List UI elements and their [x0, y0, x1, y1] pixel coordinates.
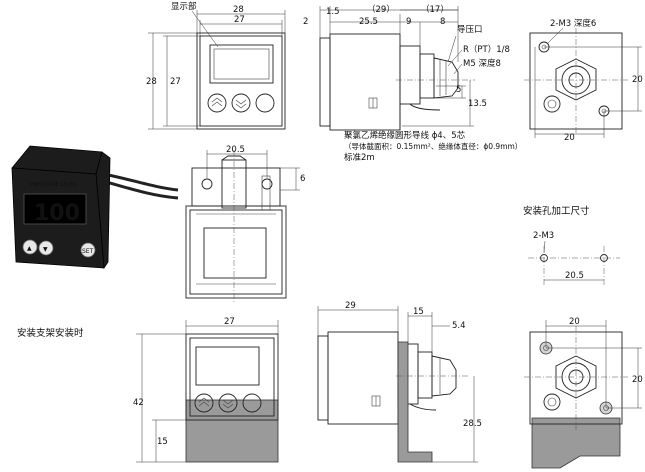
dim-front-28w: 28 — [233, 5, 244, 15]
cable-note-3: 标准2m — [344, 152, 375, 163]
photo-key-set: SET — [82, 248, 94, 255]
label-thread-m5: M5 深度8 — [463, 58, 501, 69]
dim-side-25-5: 25.5 — [359, 17, 378, 27]
label-thread-r: R（PT）1/8 — [463, 44, 510, 55]
label-display: 显示部 — [171, 1, 197, 12]
label-m3-depth: 2-M3 深度6 — [550, 18, 596, 29]
dim-brr-20h: 20 — [632, 375, 643, 385]
side-view: 2 1.5 （29） （17） 25.5 9 8 5 13.5 导压口 R（PT… — [303, 4, 522, 163]
dim-front-27w: 27 — [234, 15, 245, 25]
dim-br-15: 15 — [157, 437, 168, 447]
label-with-bracket: 安装支架安装时 — [17, 327, 84, 339]
dim-br-42: 42 — [133, 398, 144, 408]
dim-side-1-5: 1.5 — [326, 7, 340, 17]
photo-brand: PRESSURE LEVEL — [30, 182, 78, 188]
dim-br-27: 27 — [224, 317, 235, 327]
bracket-side-view: 29 15 5.4 28.5 — [317, 301, 482, 463]
cable-note-2: （导体截面积：0.15mm²、绝缘体直径：ϕ0.9mm） — [344, 141, 522, 151]
bracket-front-view: 27 42 15 — [133, 317, 279, 463]
photo-readout: 100 — [34, 201, 80, 226]
dim-front-27h: 27 — [170, 77, 181, 87]
dim-side-29: （29） — [367, 4, 395, 15]
dim-side-9: 9 — [406, 17, 411, 27]
dim-side-5: 5 — [456, 85, 461, 95]
photo-key-down: ▼ — [43, 246, 48, 253]
label-pressure-port: 导压口 — [457, 25, 483, 35]
top-view: 20.5 6 — [185, 145, 305, 302]
dim-bs-28-5: 28.5 — [463, 419, 482, 429]
dim-cutout-20-5: 20.5 — [565, 271, 584, 281]
dim-side-13-5: 13.5 — [468, 99, 487, 109]
cable-note-1: 聚氯乙烯绝缘圆形导线 ϕ4、5芯 — [344, 130, 466, 141]
dim-top-20-5: 20.5 — [226, 145, 245, 155]
dim-bs-29: 29 — [345, 301, 356, 311]
dim-bs-15: 15 — [413, 307, 424, 317]
dim-rear-20w: 20 — [564, 133, 575, 143]
rear-view: 20 20 2-M3 深度6 — [524, 18, 643, 143]
device-photo: PRESSURE LEVEL 100 SET ▲ ▼ — [11, 145, 179, 270]
dim-bs-5-4: 5.4 — [452, 321, 466, 331]
photo-key-up: ▲ — [27, 245, 32, 252]
label-cutout-m3: 2-M3 — [533, 231, 554, 241]
front-view: 28 27 28 27 显示部 — [146, 1, 286, 130]
dim-top-6: 6 — [300, 174, 305, 184]
dim-side-8: 8 — [440, 17, 445, 27]
panel-cutout: 安装孔加工尺寸 2-M3 20.5 — [523, 205, 620, 286]
dim-brr-20w: 20 — [569, 317, 580, 327]
dim-side-2: 2 — [303, 17, 308, 27]
label-panel-cutout: 安装孔加工尺寸 — [523, 205, 590, 217]
dim-rear-20h: 20 — [632, 75, 643, 85]
dim-side-17: （17） — [421, 4, 449, 15]
dim-front-28h: 28 — [146, 77, 157, 87]
bracket-rear-view: 20 20 — [524, 317, 643, 469]
